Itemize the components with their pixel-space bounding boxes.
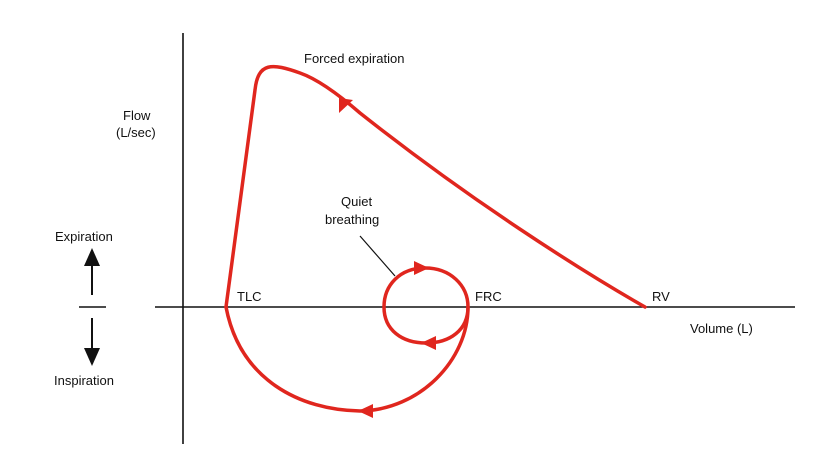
quiet-breathing-label-line2: breathing [325,212,379,227]
expiration-label: Expiration [55,229,113,244]
flow-unit-label: (L/sec) [116,125,156,140]
frc-label: FRC [475,289,502,304]
flow-label: Flow [123,108,151,123]
quiet-breathing-label-line1: Quiet [341,194,372,209]
forced-expiration-label: Forced expiration [304,51,404,66]
volume-axis-label: Volume (L) [690,321,753,336]
quiet-breathing-pointer [359,235,396,277]
arrow-down-icon [84,348,100,366]
forced-expiration-curve [224,64,647,309]
tlc-label: TLC [237,289,262,304]
forced-inspiration-curve [224,305,470,413]
rv-label: RV [652,289,670,304]
arrowhead-icon [414,261,429,275]
quiet-breathing-loop [382,266,470,345]
arrow-up-icon [84,248,100,266]
arrowhead-icon [421,336,436,350]
arrowhead-icon [339,98,353,113]
inspiration-label: Inspiration [54,373,114,388]
arrowhead-icon [358,404,373,418]
